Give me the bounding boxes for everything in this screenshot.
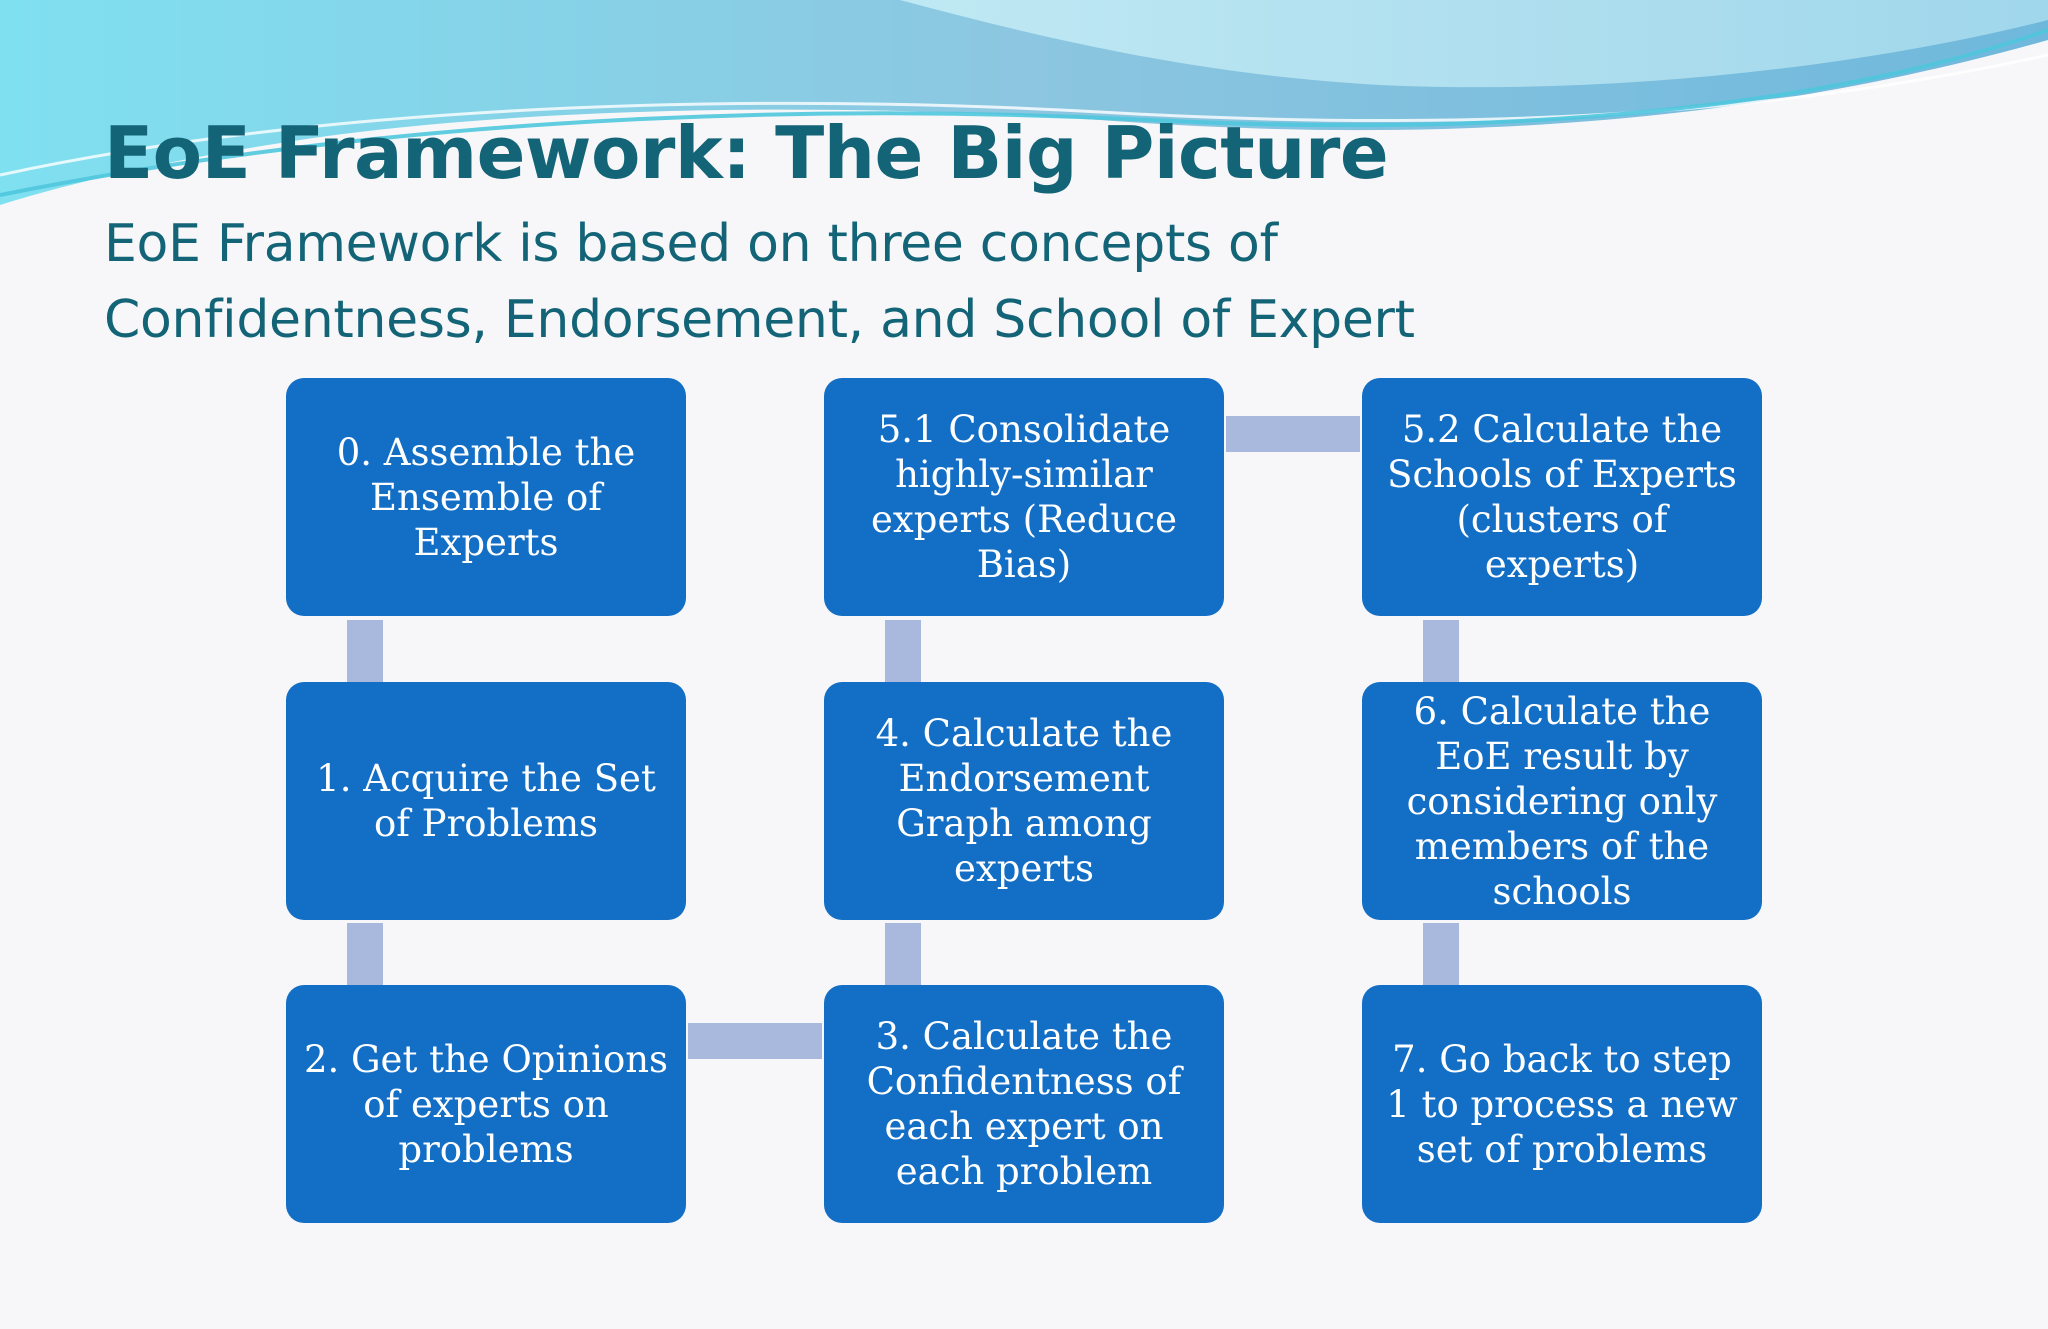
step-0-box: 0. Assemble the Ensemble of Experts: [286, 378, 686, 616]
connector-3-4: [885, 923, 921, 985]
step-5-1-label: 5.1 Consolidate highly-similar experts (…: [871, 408, 1177, 586]
connector-6-7: [1423, 923, 1459, 985]
step-6-label: 6. Calculate the EoE result by consideri…: [1406, 689, 1718, 913]
connector-5-1-5-2: [1226, 416, 1360, 452]
step-5-1-box: 5.1 Consolidate highly-similar experts (…: [824, 378, 1224, 616]
step-3-box: 3. Calculate the Confidentness of each e…: [824, 985, 1224, 1223]
step-0-label: 0. Assemble the Ensemble of Experts: [336, 430, 636, 564]
slide-title: EoE Framework: The Big Picture: [104, 111, 1389, 195]
step-7-box: 7. Go back to step 1 to process a new se…: [1362, 985, 1762, 1223]
connector-5-2-6: [1423, 620, 1459, 682]
step-2-label: 2. Get the Opinions of experts on proble…: [303, 1037, 669, 1171]
step-4-box: 4. Calculate the Endorsement Graph among…: [824, 682, 1224, 920]
connector-2-3: [688, 1023, 822, 1059]
connector-0-1: [347, 620, 383, 682]
step-5-2-label: 5.2 Calculate the Schools of Experts (cl…: [1387, 408, 1737, 586]
step-4-label: 4. Calculate the Endorsement Graph among…: [875, 712, 1173, 890]
connector-1-2: [347, 923, 383, 985]
step-1-label: 1. Acquire the Set of Problems: [316, 757, 656, 845]
step-2-box: 2. Get the Opinions of experts on proble…: [286, 985, 686, 1223]
slide-subtitle: EoE Framework is based on three concepts…: [104, 214, 1415, 350]
step-1-box: 1. Acquire the Set of Problems: [286, 682, 686, 920]
step-7-label: 7. Go back to step 1 to process a new se…: [1386, 1037, 1738, 1171]
header-wave-decoration: [0, 0, 2048, 205]
step-6-box: 6. Calculate the EoE result by consideri…: [1362, 682, 1762, 920]
step-3-label: 3. Calculate the Confidentness of each e…: [866, 1015, 1182, 1193]
connector-4-5-1: [885, 620, 921, 682]
step-5-2-box: 5.2 Calculate the Schools of Experts (cl…: [1362, 378, 1762, 616]
